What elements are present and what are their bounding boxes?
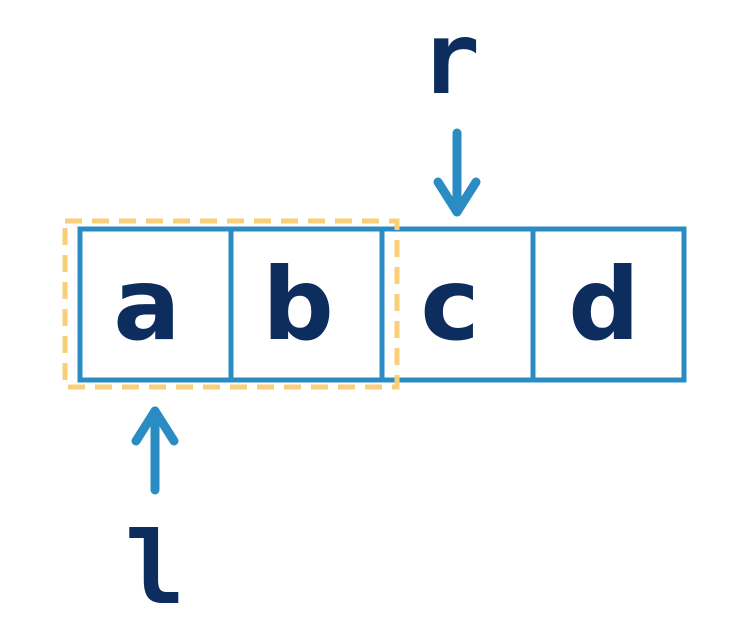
- array-cell-c-value: c: [420, 246, 479, 363]
- array: a b c d: [77, 226, 687, 383]
- array-cell-b-value: b: [262, 246, 334, 363]
- array-cell-d: [530, 226, 687, 383]
- pointer-r-arrow: [433, 128, 481, 217]
- array-cell-a-value: a: [113, 246, 180, 363]
- pointer-l-arrow: [131, 406, 179, 495]
- window-highlight: [62, 218, 400, 390]
- array-cell-d-value: d: [568, 246, 640, 363]
- pointer-r-label: r: [420, 0, 480, 117]
- pointer-l-label: l: [125, 510, 185, 627]
